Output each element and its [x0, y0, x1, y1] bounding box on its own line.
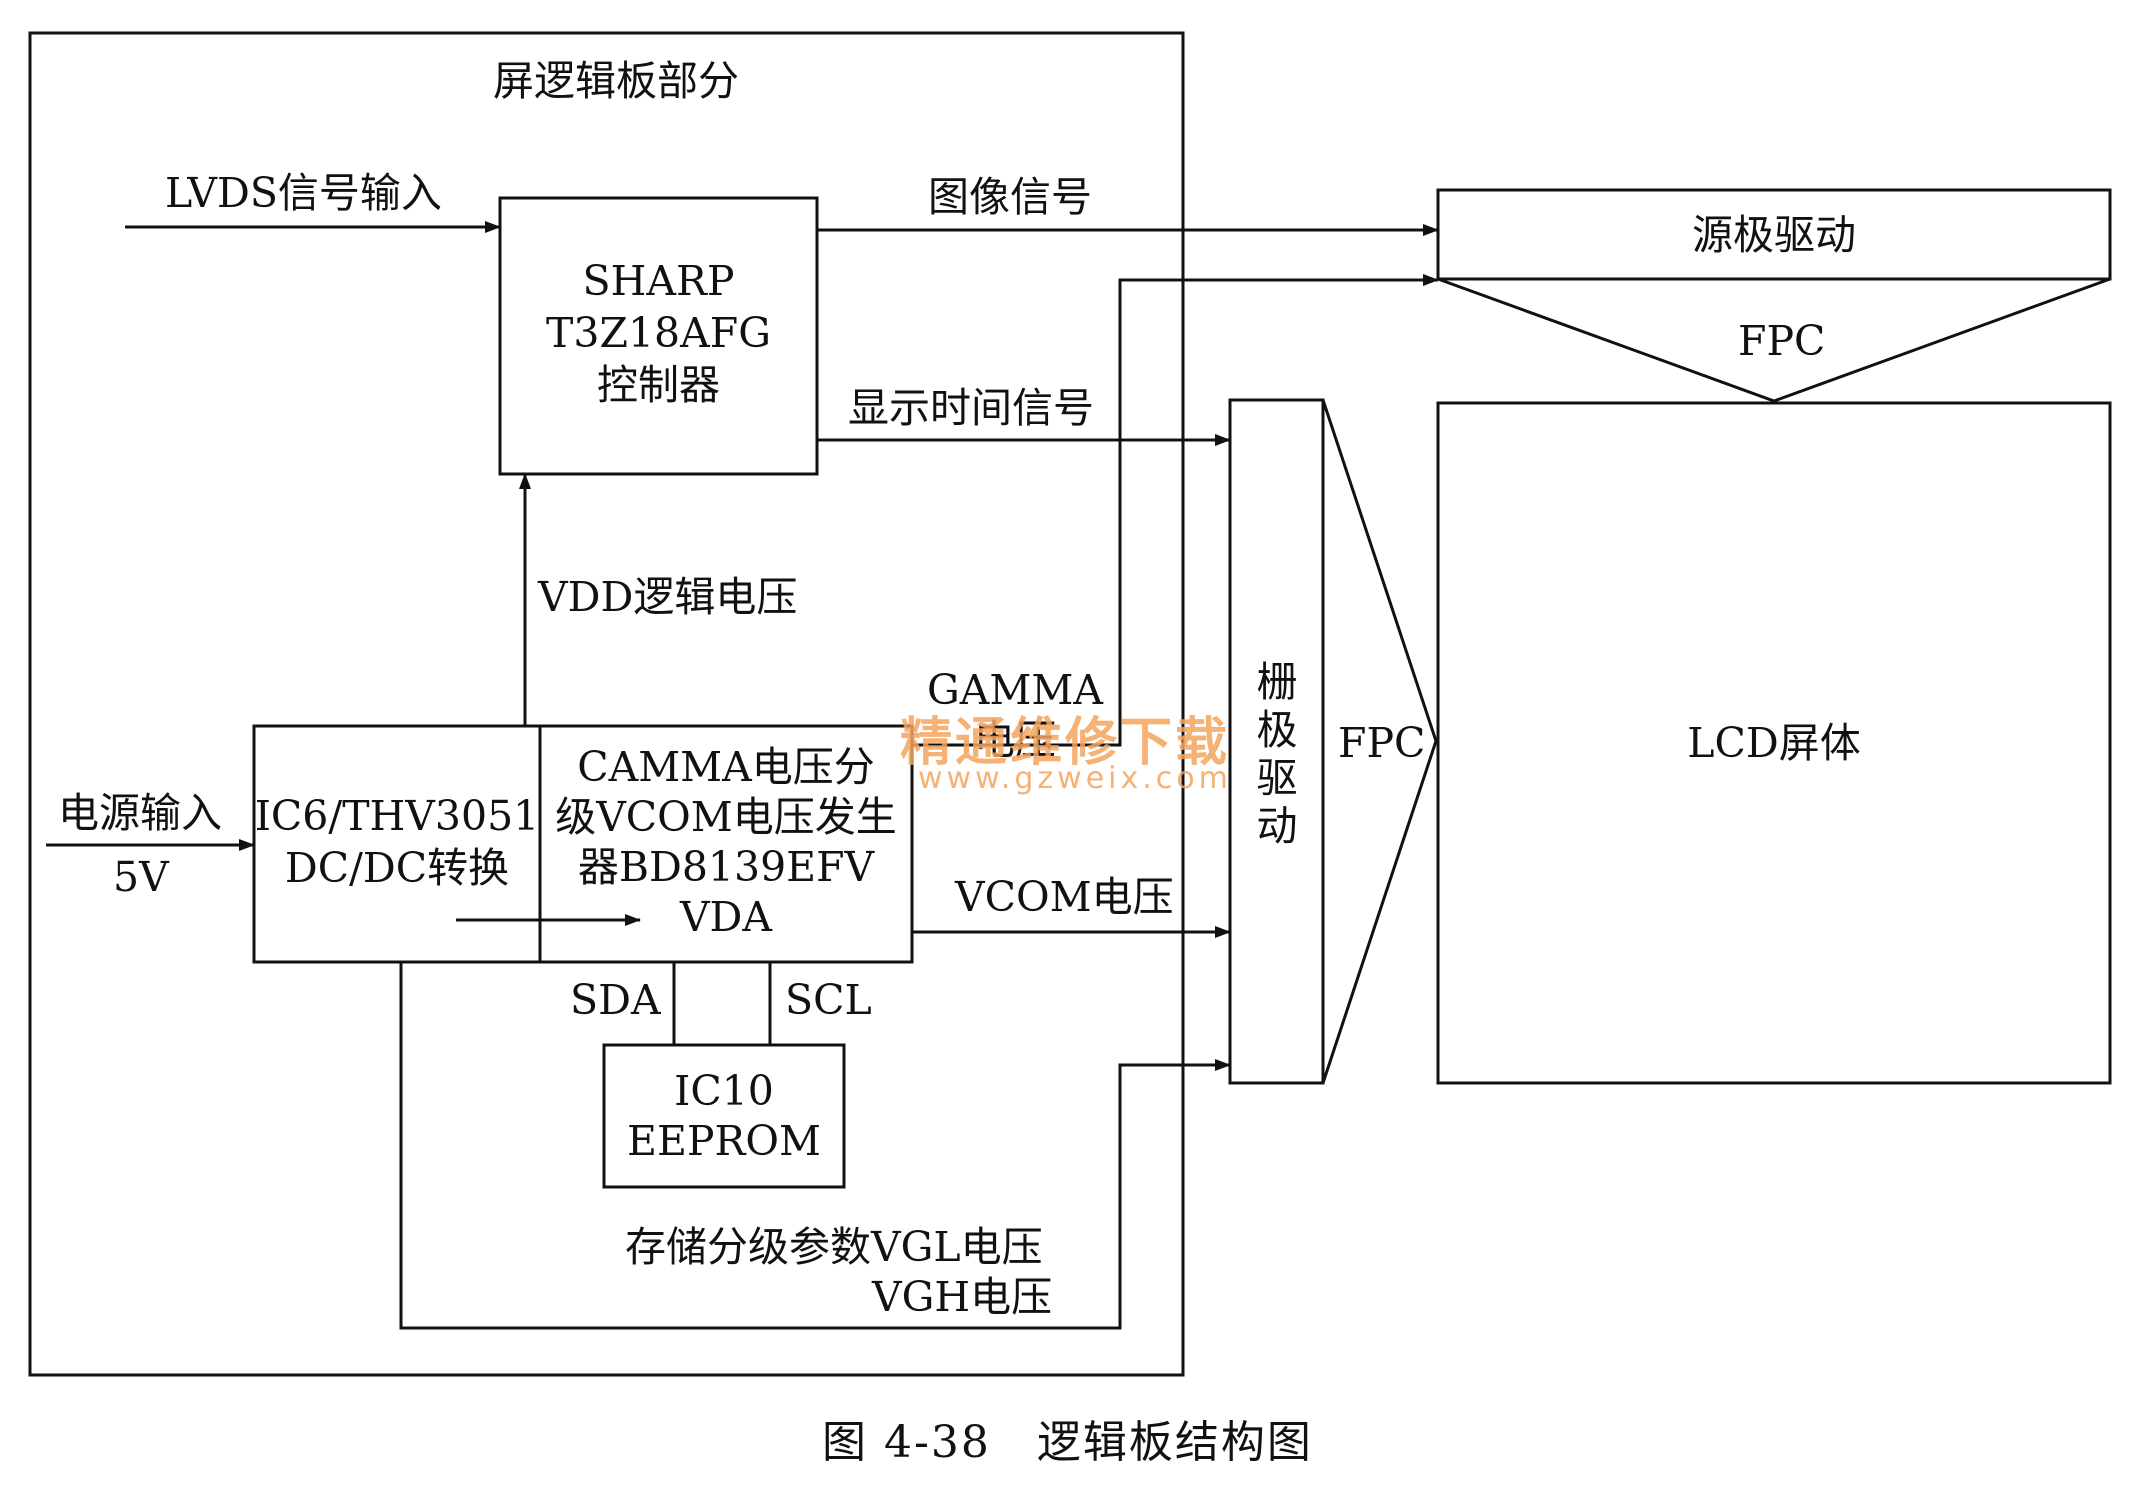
gate-driver-box [1228, 398, 1325, 1085]
controller-label: SHARP T3Z18AFG 控制器 [500, 255, 817, 411]
watermark-url: www.gzweix.com [918, 761, 1232, 796]
lvds-input-label: LVDS信号输入 [165, 169, 442, 217]
gamma-voltage-line-2: 电压 [974, 716, 1056, 764]
gate-driver-label: 栅极驱动 [1256, 658, 1298, 850]
eeprom-label: IC10 EEPROM [604, 1066, 844, 1166]
eeprom-line-1: IC10 [674, 1067, 774, 1115]
gamma-voltage-label: GAMMA 电压 [925, 665, 1105, 765]
vcom-generator-line-1: CAMMA电压分 [577, 743, 875, 791]
vgl-vgh-line [399, 962, 1231, 1330]
power-voltage-label: 5V [113, 853, 169, 901]
fpc-top-triangle [1437, 277, 2111, 403]
figure-caption: 图 4-38 逻辑板结构图 [822, 1417, 1313, 1468]
section-title: 屏逻辑板部分 [493, 57, 739, 105]
gamma-voltage-line-1: GAMMA [927, 666, 1103, 714]
vda-label: VDA [679, 893, 773, 941]
vdd-logic-label: VDD逻辑电压 [538, 573, 798, 621]
controller-line-3: 控制器 [597, 361, 720, 409]
eeprom-box [602, 1043, 846, 1189]
dcdc-label: IC6/THV3051 DC/DC转换 [254, 790, 540, 894]
controller-line-1: SHARP [582, 257, 735, 305]
eeprom-line-2: EEPROM [627, 1117, 821, 1165]
controller-box [498, 196, 819, 476]
logic-board-boundary [28, 31, 1185, 1377]
image-signal-label: 图像信号 [928, 173, 1092, 221]
power-input-label: 电源输入 [58, 789, 222, 837]
dcdc-line-2: DC/DC转换 [284, 844, 510, 892]
dcdc-line-1: IC6/THV3051 [254, 792, 540, 840]
sda-label: SDA [570, 976, 661, 1024]
vcom-generator-label: CAMMA电压分 级VCOM电压发生 器BD8139EFV VDA [540, 742, 912, 942]
vcom-voltage-label: VCOM电压 [955, 873, 1174, 921]
vcom-generator-line-2: 级VCOM电压发生 [555, 793, 897, 841]
fpc-top-label: FPC [1738, 317, 1826, 365]
vgl-storage-label: 存储分级参数VGL电压 [625, 1223, 1043, 1271]
gamma-line [912, 274, 1439, 747]
source-driver-label: 源极驱动 [1692, 211, 1856, 259]
display-timing-label: 显示时间信号 [848, 384, 1094, 432]
vgh-label: VGH电压 [872, 1273, 1053, 1321]
scl-label: SCL [785, 976, 872, 1024]
lcd-panel-label: LCD屏体 [1687, 719, 1861, 767]
fpc-right-label: FPC [1338, 719, 1426, 767]
lcd-panel-box [1436, 401, 2112, 1085]
vcom-generator-line-3: 器BD8139EFV [577, 843, 875, 891]
controller-line-2: T3Z18AFG [546, 309, 771, 357]
watermark-cn: 精通维修下载 [900, 713, 1231, 773]
fpc-right-triangle [1321, 399, 1438, 1084]
